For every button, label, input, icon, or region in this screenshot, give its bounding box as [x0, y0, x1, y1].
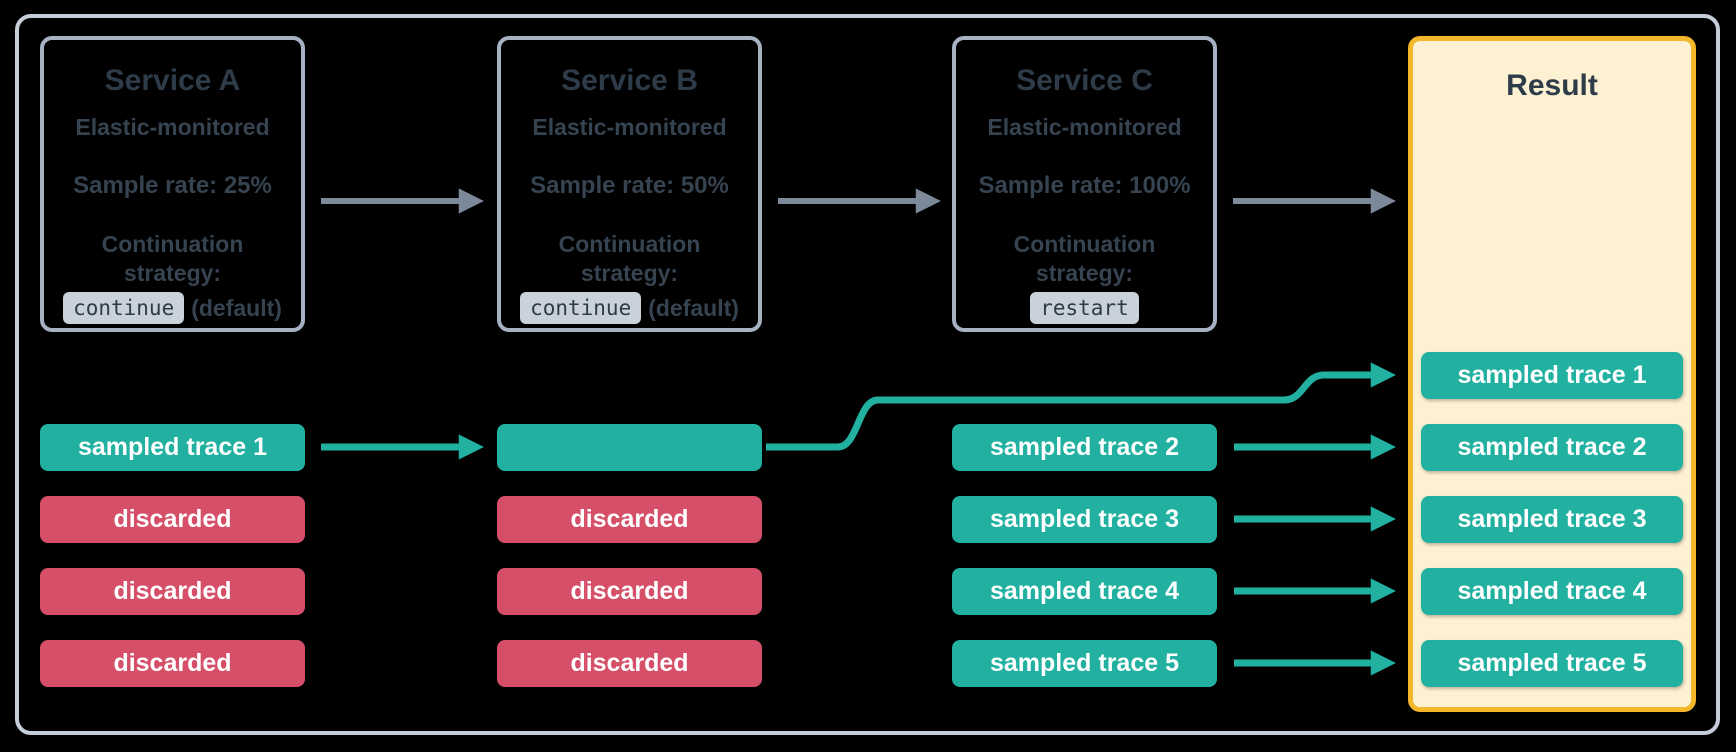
trace-pill-result-1: sampled trace 1	[1421, 352, 1683, 399]
trace-pill-result-3: sampled trace 3	[1421, 496, 1683, 543]
service-c-strategy-row: restart	[956, 292, 1213, 324]
trace-pill-c-sampled-4: sampled trace 4	[952, 568, 1217, 615]
trace-pill-c-sampled-5: sampled trace 5	[952, 640, 1217, 687]
service-c-strategy-chip: restart	[1030, 292, 1139, 324]
service-a-monitored-label: Elastic-monitored	[75, 114, 270, 140]
trace-pill-a-discarded-1: discarded	[40, 496, 305, 543]
trace-pill-c-sampled-2: sampled trace 2	[952, 424, 1217, 471]
trace-pill-c-sampled-3: sampled trace 3	[952, 496, 1217, 543]
service-a-sample-rate: Sample rate: 25%	[73, 172, 272, 199]
trace-pill-a-discarded-3: discarded	[40, 640, 305, 687]
service-c-monitored-label: Elastic-monitored	[987, 114, 1182, 140]
trace-pill-a-sampled-1: sampled trace 1	[40, 424, 305, 471]
service-a-strategy-label: Continuation strategy:	[101, 231, 244, 286]
trace-pill-b-discarded-1: discarded	[497, 496, 762, 543]
service-b-strategy-label: Continuation strategy:	[558, 231, 701, 286]
service-b-box: Service B Elastic-monitored Sample rate:…	[497, 36, 762, 332]
outer-frame	[15, 14, 1720, 735]
trace-pill-result-5: sampled trace 5	[1421, 640, 1683, 687]
service-a-title: Service A	[104, 64, 241, 97]
trace-pill-a-discarded-2: discarded	[40, 568, 305, 615]
trace-pill-b-sampled-unlabeled	[497, 424, 762, 471]
trace-pill-result-2: sampled trace 2	[1421, 424, 1683, 471]
service-b-monitored-label: Elastic-monitored	[532, 114, 727, 140]
trace-pill-result-4: sampled trace 4	[1421, 568, 1683, 615]
service-a-strategy-default-label: (default)	[191, 294, 282, 321]
service-a-strategy-row: continue(default)	[44, 292, 301, 324]
trace-pill-b-discarded-3: discarded	[497, 640, 762, 687]
service-a-strategy-chip: continue	[63, 292, 185, 324]
service-c-title: Service C	[1016, 64, 1153, 97]
service-b-strategy-row: continue(default)	[501, 292, 758, 324]
service-c-box: Service C Elastic-monitored Sample rate:…	[952, 36, 1217, 332]
trace-pill-b-discarded-2: discarded	[497, 568, 762, 615]
service-c-strategy-label: Continuation strategy:	[1013, 231, 1156, 286]
service-b-title: Service B	[561, 64, 698, 97]
result-title: Result	[1506, 69, 1598, 102]
service-a-box: Service A Elastic-monitored Sample rate:…	[40, 36, 305, 332]
service-b-strategy-default-label: (default)	[648, 294, 739, 321]
service-b-strategy-chip: continue	[520, 292, 642, 324]
service-c-sample-rate: Sample rate: 100%	[978, 172, 1191, 199]
service-b-sample-rate: Sample rate: 50%	[530, 172, 729, 199]
